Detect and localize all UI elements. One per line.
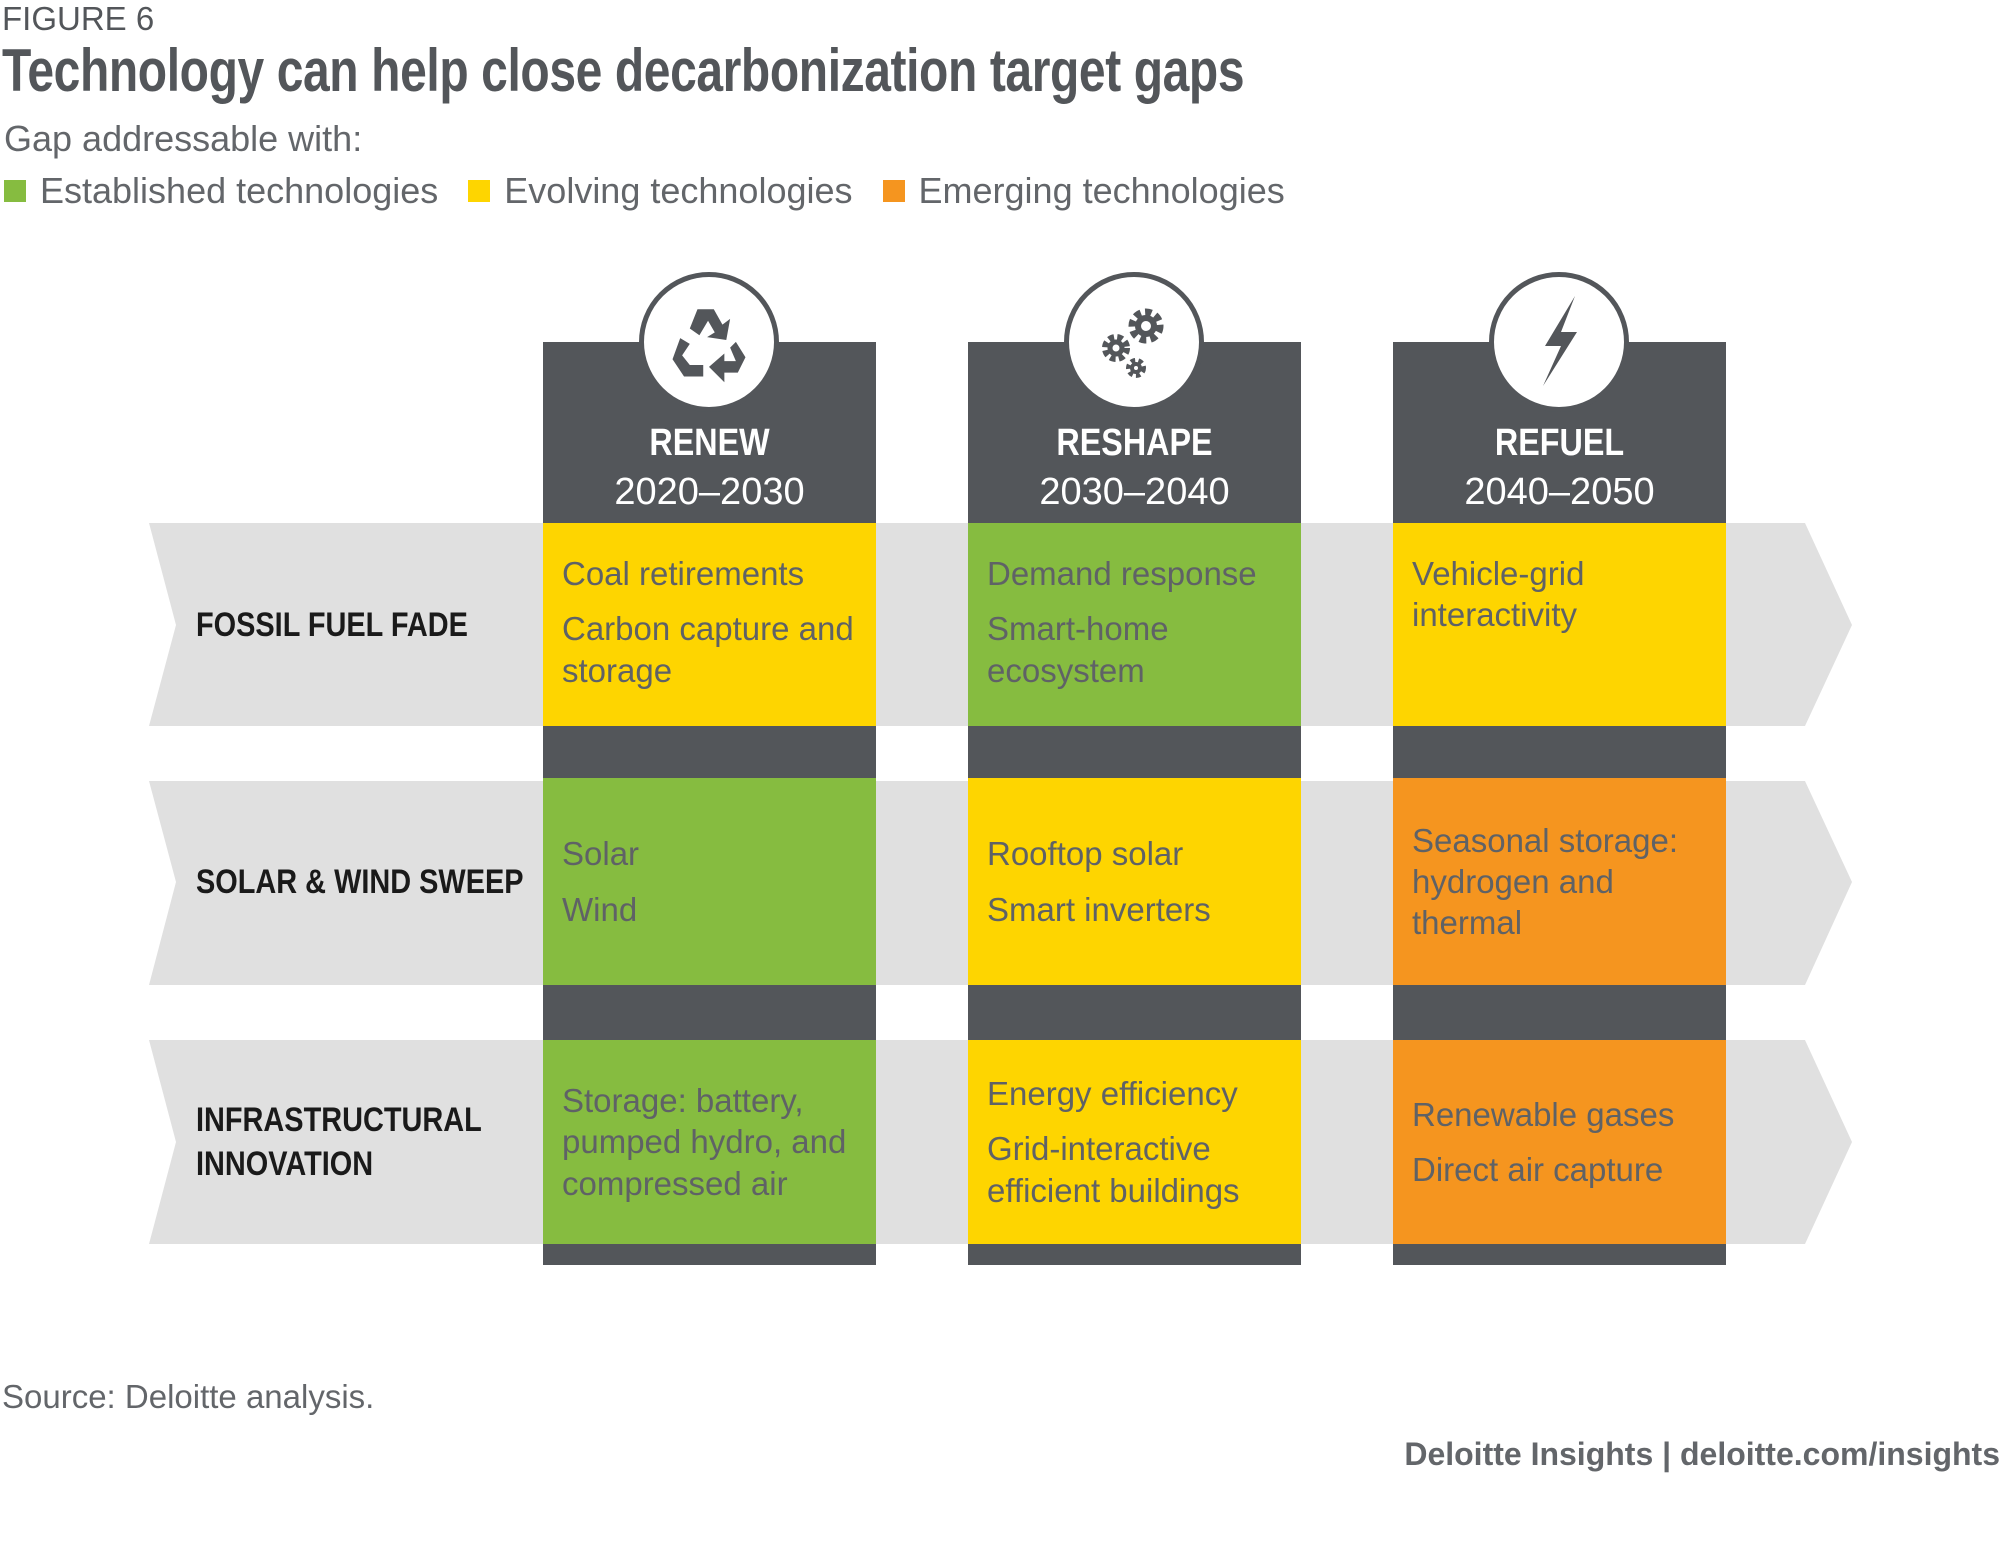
technology-item: Coal retirements: [562, 555, 805, 592]
technology-item: Smart-home ecosystem: [987, 610, 1169, 689]
legend-item-emerging: Emerging technologies: [882, 170, 1285, 212]
cell-established: Storage: battery, pumped hydro, and comp…: [543, 1040, 876, 1244]
technology-item: Solar: [562, 835, 640, 873]
gears-icon: [1084, 290, 1184, 395]
technology-item: Renewable gases: [1412, 1095, 1675, 1133]
technology-item: Vehicle-grid interactivity: [1412, 555, 1585, 634]
lightning-icon: [1519, 290, 1599, 395]
row-label: INFRASTRUCTURAL INNOVATION: [196, 1101, 482, 1184]
footer-credit: Deloitte Insights | deloitte.com/insight…: [1404, 1436, 2000, 1472]
column-years: 2040–2050: [1464, 471, 1655, 513]
row-label: SOLAR & WIND SWEEP: [196, 862, 524, 901]
figure-label: FIGURE 6: [2, 0, 155, 37]
page-title: Technology can help close decarbonizatio…: [2, 37, 1245, 104]
technology-item: Storage: battery, pumped hydro, and comp…: [562, 1082, 847, 1202]
lightning-badge: [1489, 272, 1629, 412]
cell-emerging: Seasonal storage: hydrogen and thermal: [1393, 778, 1726, 985]
technology-item: Demand response: [987, 555, 1257, 592]
cell-evolving: Vehicle-grid interactivity: [1393, 523, 1726, 726]
column-header: RENEW 2020–2030: [543, 422, 876, 514]
legend-item-established: Established technologies: [4, 170, 438, 212]
legend-label: Established technologies: [40, 170, 439, 211]
technology-item: Rooftop solar: [987, 835, 1184, 873]
row-label: FOSSIL FUEL FADE: [196, 605, 468, 644]
gears-badge: [1064, 272, 1204, 412]
technology-item: Direct air capture: [1412, 1151, 1664, 1188]
technology-item: Carbon capture and storage: [562, 610, 854, 689]
technology-item: Energy efficiency: [987, 1075, 1238, 1113]
column-name: RENEW: [649, 422, 770, 464]
legend-swatch-orange: [882, 180, 905, 202]
column-header: REFUEL 2040–2050: [1393, 422, 1726, 514]
technology-item: Wind: [562, 890, 638, 928]
technology-item: Smart inverters: [987, 890, 1211, 928]
technology-item: Grid-interactive efficient buildings: [987, 1130, 1240, 1209]
legend-label: Emerging technologies: [918, 170, 1285, 211]
legend-label: Evolving technologies: [504, 170, 853, 211]
legend: Established technologies Evolving techno…: [4, 170, 1285, 212]
column-header: RESHAPE 2030–2040: [968, 422, 1301, 514]
column-name: RESHAPE: [1056, 422, 1213, 464]
recycle-icon: [661, 292, 757, 393]
technology-item: Seasonal storage: hydrogen and thermal: [1412, 821, 1679, 942]
source-note: Source: Deloitte analysis.: [2, 1378, 375, 1415]
column-years: 2030–2040: [1039, 471, 1230, 513]
legend-swatch-green: [4, 180, 26, 202]
column-name: REFUEL: [1494, 422, 1625, 464]
column-years: 2020–2030: [614, 471, 805, 513]
recycle-badge: [639, 272, 779, 412]
legend-swatch-yellow: [468, 180, 491, 202]
legend-item-evolving: Evolving technologies: [468, 170, 853, 212]
legend-subtitle: Gap addressable with:: [4, 118, 363, 159]
